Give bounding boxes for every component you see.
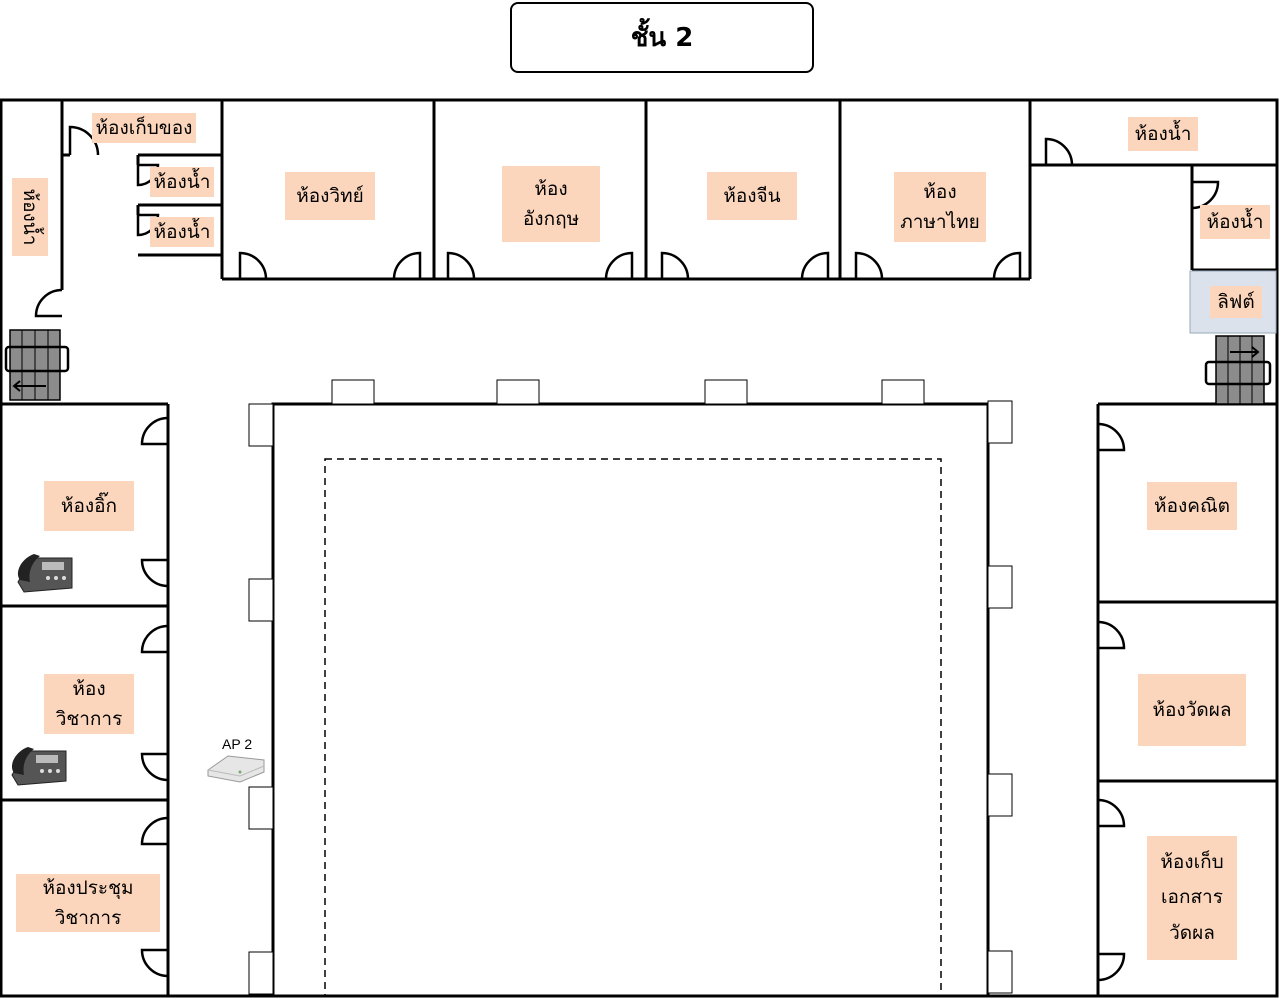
room-label-thai: ห้อง ภาษาไทย	[894, 172, 986, 242]
telephone-icon	[11, 747, 67, 786]
room-label-academic-line2: วิชาการ	[55, 708, 123, 730]
staircase-icon	[1204, 335, 1272, 405]
room-label-measurement: ห้องวัดผล	[1138, 674, 1246, 746]
room-label-english-line2: อังกฤษ	[522, 208, 580, 230]
staircase-icon	[4, 329, 70, 401]
room-label-docs: ห้องเก็บ เอกสาร วัดผล	[1147, 836, 1237, 960]
pillars	[248, 379, 1013, 995]
wireless-access-point-icon	[207, 755, 265, 783]
room-label-chinese: ห้องจีน	[707, 172, 797, 220]
room-label-storage: ห้องเก็บของ	[92, 113, 196, 143]
access-point-label: AP 2	[222, 736, 253, 752]
room-label-lift: ลิฟต์	[1210, 286, 1262, 318]
room-label-meeting-line2: วิชาการ	[54, 907, 122, 929]
room-label-toilet-right-top: ห้องน้ำ	[1128, 117, 1198, 151]
room-label-science: ห้องวิทย์	[285, 172, 375, 220]
room-label-academic-line1: ห้อง	[72, 677, 106, 700]
courtyard-dashed-outline	[324, 458, 942, 997]
room-label-docs-line1: ห้องเก็บ	[1160, 851, 1224, 874]
room-label-math: ห้องคณิต	[1147, 482, 1237, 530]
floor-title: ชั้น 2	[510, 2, 814, 73]
room-label-docs-line3: วัดผล	[1169, 921, 1215, 944]
telephone-icon	[17, 554, 73, 593]
room-label-toilet-right-2: ห้องน้ำ	[1200, 205, 1270, 239]
room-label-meeting: ห้องประชุม วิชาการ	[16, 874, 160, 932]
room-label-toilet-small-1: ห้องน้ำ	[150, 167, 214, 197]
room-label-thai-line2: ภาษาไทย	[900, 211, 980, 233]
room-label-english-line1: ห้อง	[534, 177, 568, 200]
room-label-academic: ห้อง วิชาการ	[44, 674, 134, 734]
room-label-toilet-left: ห้องน้ำ	[12, 178, 48, 256]
room-label-english: ห้อง อังกฤษ	[502, 166, 600, 242]
room-label-toilet-left-text: ห้องน้ำ	[19, 188, 42, 246]
room-label-ig: ห้องอิ๊ก	[44, 481, 134, 531]
room-label-meeting-line1: ห้องประชุม	[42, 876, 134, 899]
room-label-thai-line1: ห้อง	[923, 180, 957, 203]
room-label-docs-line2: เอกสาร	[1161, 886, 1223, 909]
room-label-toilet-small-2: ห้องน้ำ	[150, 217, 214, 247]
